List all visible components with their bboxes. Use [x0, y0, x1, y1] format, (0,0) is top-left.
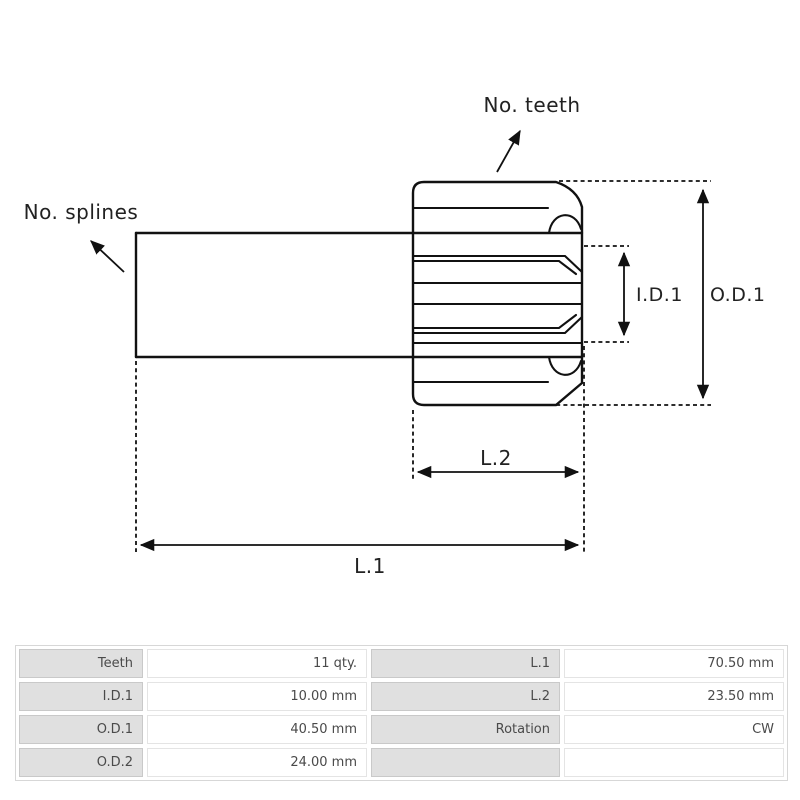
l2-label: L.2 [480, 446, 512, 470]
spec-value-od1: 40.50 mm [147, 715, 367, 744]
spec-label-l2: L.2 [371, 682, 560, 711]
tooth-line [412, 259, 578, 276]
teeth-lines-group [412, 206, 584, 384]
spec-value-id1: 10.00 mm [147, 682, 367, 711]
no-teeth-leader-arrow [496, 129, 521, 173]
od1-label: O.D.1 [710, 284, 765, 306]
spec-label-empty [371, 748, 560, 777]
spec-label-l1: L.1 [371, 649, 560, 678]
pinion-outline-group [134, 180, 584, 407]
id1-label: I.D.1 [636, 284, 683, 306]
no-splines-label: No. splines [24, 200, 139, 224]
spec-value-empty [564, 748, 784, 777]
spec-label-rotation: Rotation [371, 715, 560, 744]
spec-label-od1: O.D.1 [19, 715, 143, 744]
pinion-technical-drawing: No. teeth No. splines I.D.1 O.D.1 L.2 L.… [24, 93, 765, 578]
spec-label-od2: O.D.2 [19, 748, 143, 777]
spec-label-id1: I.D.1 [19, 682, 143, 711]
spec-value-teeth: 11 qty. [147, 649, 367, 678]
tooth-line [412, 254, 584, 274]
spec-label-teeth: Teeth [19, 649, 143, 678]
tooth-end-arc-top [547, 214, 583, 235]
tooth-line [412, 313, 578, 330]
tooth-end-arc-bottom [547, 355, 583, 376]
spec-value-l1: 70.50 mm [564, 649, 784, 678]
pinion-body-outline [411, 180, 584, 407]
tooth-line [412, 315, 584, 335]
dimension-arrows-group [90, 129, 710, 552]
no-splines-leader-arrow [90, 240, 125, 273]
spec-value-l2: 23.50 mm [564, 682, 784, 711]
l1-label: L.1 [354, 554, 386, 578]
extension-lines-group [135, 180, 711, 552]
spec-value-rotation: CW [564, 715, 784, 744]
no-teeth-label: No. teeth [483, 93, 580, 117]
spec-table: Teeth 11 qty. L.1 70.50 mm I.D.1 10.00 m… [15, 645, 788, 781]
spec-value-od2: 24.00 mm [147, 748, 367, 777]
